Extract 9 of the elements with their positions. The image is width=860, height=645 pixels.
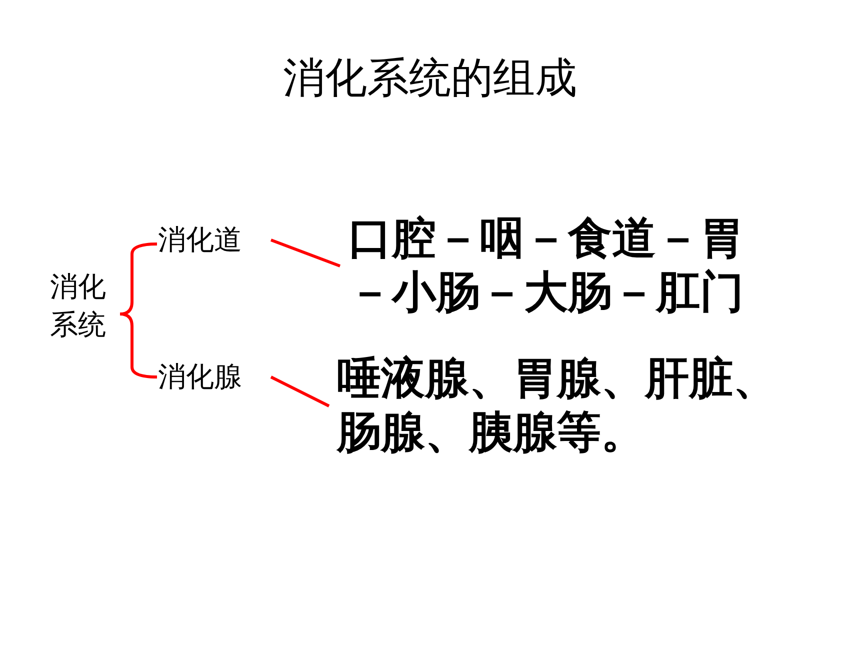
brace-line — [120, 312, 158, 378]
branch-label: 消化腺 — [158, 359, 243, 395]
branch-label: 消化道 — [158, 222, 243, 258]
connector-line — [270, 238, 341, 268]
title: 消化系统的组成 — [282, 52, 578, 104]
gland-list: 唾液腺、胃腺、肝脏、肠腺、胰腺等。 — [337, 352, 792, 460]
category-label: 消化系统 — [50, 269, 107, 343]
organ-list: 口腔－咽－食道－胃－小肠－大肠－肛门 — [348, 212, 758, 320]
connector-line — [270, 376, 330, 408]
